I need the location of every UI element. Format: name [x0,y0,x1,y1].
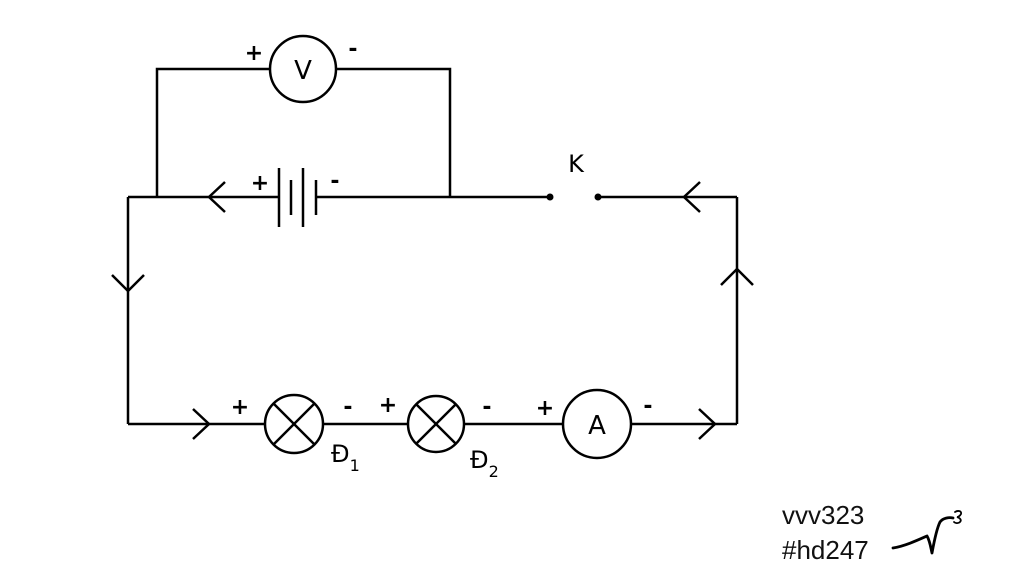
voltmeter-wire-left [155,67,270,197]
signature-superscript [953,510,963,525]
arrow-left-icon [682,181,701,213]
lamp-2-minus-sign: - [482,395,491,420]
ammeter-minus-sign: - [643,394,652,419]
signature-mark [891,510,963,555]
signature-stroke [891,516,955,555]
arrow-right-icon [192,408,211,440]
lamp-1-label-sub: 1 [350,456,360,475]
switch-contact-right [594,193,602,201]
lamp-1-cross-b [272,402,316,446]
watermark-line-1: vvv323 [782,500,865,530]
switch-k: K [546,150,602,201]
ammeter-label: A [588,411,606,441]
arrow-up-icon [720,267,754,286]
lamp-2-plus-sign: + [379,393,397,418]
lamp-2-cross-b [415,403,457,445]
current-arrows [111,181,754,440]
lamp-2-label: Đ2 [470,446,499,481]
lamp-1: + - Đ1 [231,393,360,475]
ammeter-plus-sign: + [536,396,554,421]
battery: + - [251,168,340,227]
ammeter-group: A + - [536,388,653,460]
voltmeter-plus-sign: + [245,41,263,66]
lamp-2-label-sub: 2 [489,462,499,481]
lamp-2: + - Đ2 [379,393,499,481]
arrow-right-icon [698,408,717,440]
voltmeter-minus-sign: - [348,37,357,62]
battery-plus-sign: + [251,171,269,196]
main-wires [126,195,739,426]
voltmeter [268,34,338,104]
switch-label: K [568,150,585,178]
voltmeter-branch: V + - [155,34,452,197]
switch-contact-left [546,193,554,201]
lamp-2-label-main: Đ [470,446,489,474]
arrow-left-icon [207,181,226,213]
lamp-1-plus-sign: + [231,395,249,420]
voltmeter-label: V [294,56,312,86]
voltmeter-wire-right [336,67,452,197]
lamp-1-minus-sign: - [343,395,352,420]
ammeter [561,388,633,460]
watermark-line-2: #hd247 [782,535,869,565]
battery-minus-sign: - [330,169,339,194]
lamp-1-label-main: Đ [331,440,350,468]
arrow-down-icon [111,274,145,293]
lamp-1-label: Đ1 [331,440,360,475]
